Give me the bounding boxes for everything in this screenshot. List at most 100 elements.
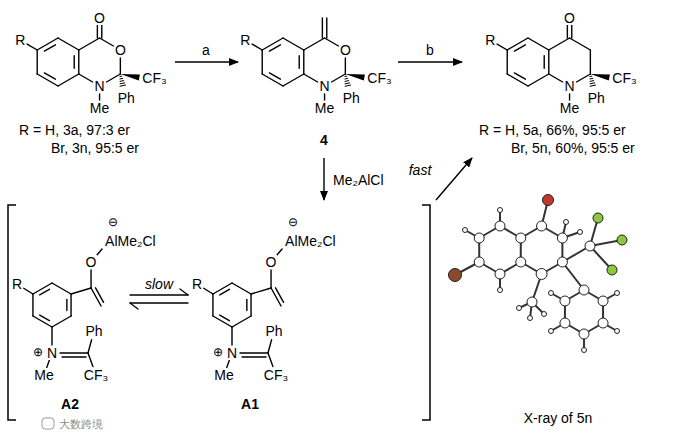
hash-bond (590, 80, 594, 82)
equilibrium-arrow (130, 303, 138, 309)
xray-atom (543, 195, 554, 206)
atom-label: CF₃ (366, 71, 392, 85)
bond (326, 18, 327, 38)
xray-atom (579, 329, 589, 339)
bond (507, 74, 528, 86)
bond (96, 288, 104, 303)
bond (52, 316, 71, 327)
bond (276, 288, 284, 303)
xray-atom (536, 269, 547, 280)
bond (37, 50, 38, 74)
bond (212, 294, 213, 316)
atom-label: ⊖ (107, 216, 119, 228)
atom-label: O (114, 43, 127, 57)
reaction-arrow (323, 158, 324, 200)
bond (283, 74, 304, 86)
bond (590, 50, 591, 74)
reagent-label: b (425, 43, 435, 57)
bond (101, 25, 102, 38)
bond (79, 38, 100, 50)
bracket (422, 205, 430, 420)
bond (269, 73, 280, 79)
bond (514, 45, 525, 51)
bond (232, 283, 251, 294)
atom-label: CF₃ (263, 368, 289, 382)
hash-bond (120, 85, 126, 86)
compound-note: Br, 5n, 60%, 95:5 er (510, 141, 636, 155)
xray-atom (585, 241, 595, 251)
bond (246, 299, 247, 310)
bond (250, 294, 251, 316)
atom-label: N (226, 346, 238, 360)
bond (569, 94, 570, 100)
hash-bond (590, 76, 592, 77)
xray-atom (463, 228, 468, 233)
xray-atom (474, 233, 484, 243)
bond (262, 50, 263, 74)
compound-note: R = H, 3a, 97:3 er (18, 123, 131, 137)
xray-atom (495, 269, 505, 279)
bond (32, 294, 33, 316)
bond (324, 94, 325, 100)
bond (40, 289, 50, 295)
atom-label: Me (559, 101, 580, 115)
bond (100, 38, 114, 46)
bond (99, 94, 100, 100)
xray-atom (549, 329, 554, 334)
bond (66, 299, 67, 310)
bond (47, 361, 50, 368)
bond (549, 74, 563, 82)
bond (70, 294, 71, 316)
bond (283, 38, 304, 50)
atom-label: N (94, 79, 106, 93)
xray-atom (495, 221, 505, 231)
bond (240, 352, 268, 353)
xray-atom (607, 265, 617, 275)
reaction-arrow (398, 61, 462, 62)
xray-atom (498, 208, 503, 213)
bond (571, 25, 572, 38)
hash-bond (345, 85, 351, 86)
equilibrium-arrow (180, 289, 188, 295)
hash-bond (120, 78, 123, 80)
xray-atom (516, 257, 526, 267)
bond (231, 327, 232, 345)
bond (62, 356, 86, 357)
figure-caption: X-ray of 5n (523, 411, 593, 425)
bond (60, 352, 88, 353)
bond (528, 74, 549, 86)
bond (24, 288, 33, 294)
atom-label: R (11, 277, 23, 291)
bond (58, 74, 79, 86)
atom-label: N (46, 346, 58, 360)
bond (88, 353, 93, 367)
bond (33, 316, 52, 327)
atom-label: CF₃ (141, 71, 167, 85)
hash-bond (590, 82, 595, 84)
bond (304, 74, 318, 82)
bond (33, 283, 52, 294)
xray-atom (615, 291, 620, 296)
atom-label: Ph (84, 324, 103, 338)
bond (79, 74, 93, 82)
xray-atom (560, 296, 570, 306)
compound-note: R = H, 5a, 66%, 95:5 er (478, 123, 627, 137)
atom-label: O (339, 43, 352, 57)
atom-label: Ph (342, 91, 361, 105)
hash-bond (345, 76, 347, 77)
bond (44, 73, 55, 79)
atom-label: O (563, 11, 576, 25)
xray-atom (598, 296, 608, 306)
bond (51, 327, 52, 345)
xray-atom (557, 257, 567, 267)
atom-label: R (239, 33, 251, 47)
equilibrium-arrow (130, 302, 188, 303)
atom-label: N (564, 79, 576, 93)
atom-label: R (191, 277, 203, 291)
bond (262, 38, 283, 50)
atom-label: ⊖ (287, 216, 299, 228)
atom-label: O (85, 255, 98, 269)
bond (204, 288, 213, 294)
xray-atom (474, 257, 484, 267)
